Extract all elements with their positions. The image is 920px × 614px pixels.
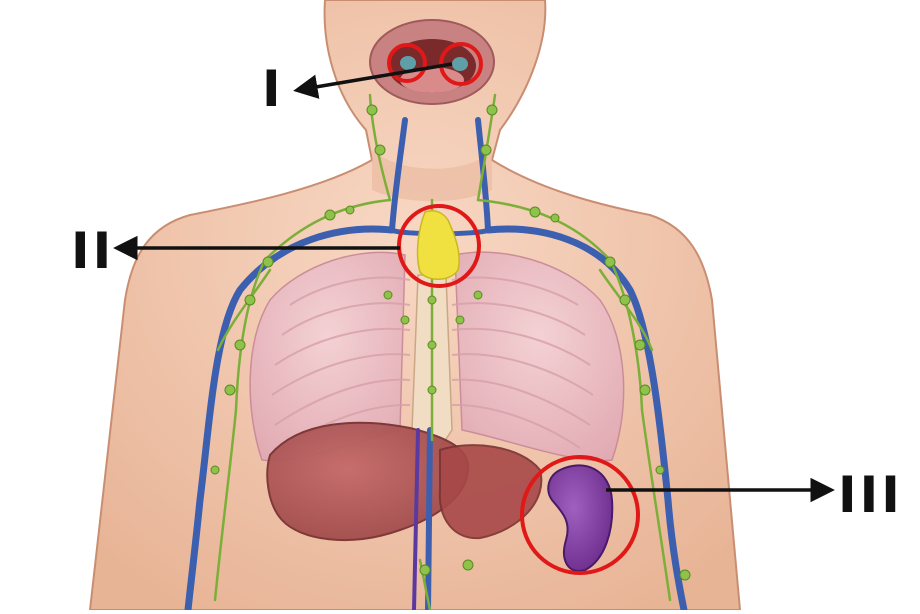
- tonsil-left-circle: [387, 43, 427, 83]
- stomach: [438, 444, 543, 540]
- thymus: [416, 209, 460, 280]
- label-II: II: [71, 222, 115, 280]
- lymph-nodes: [210, 104, 691, 581]
- neck-shading: [372, 150, 492, 202]
- ribs: [271, 276, 594, 449]
- blood-vessels: [184, 117, 688, 614]
- tongue: [400, 67, 464, 93]
- highlight-circles: [387, 42, 640, 575]
- tonsil-left: [400, 56, 416, 70]
- arrow-I: [293, 62, 453, 99]
- tonsil-right-circle: [439, 42, 483, 86]
- spleen: [547, 464, 614, 572]
- label-I: I: [262, 60, 284, 118]
- label-III: III: [838, 466, 903, 524]
- pointer-arrows: [113, 62, 835, 503]
- spleen-circle: [520, 455, 640, 575]
- tonsil-right: [452, 57, 468, 71]
- thymus-circle: [397, 204, 481, 288]
